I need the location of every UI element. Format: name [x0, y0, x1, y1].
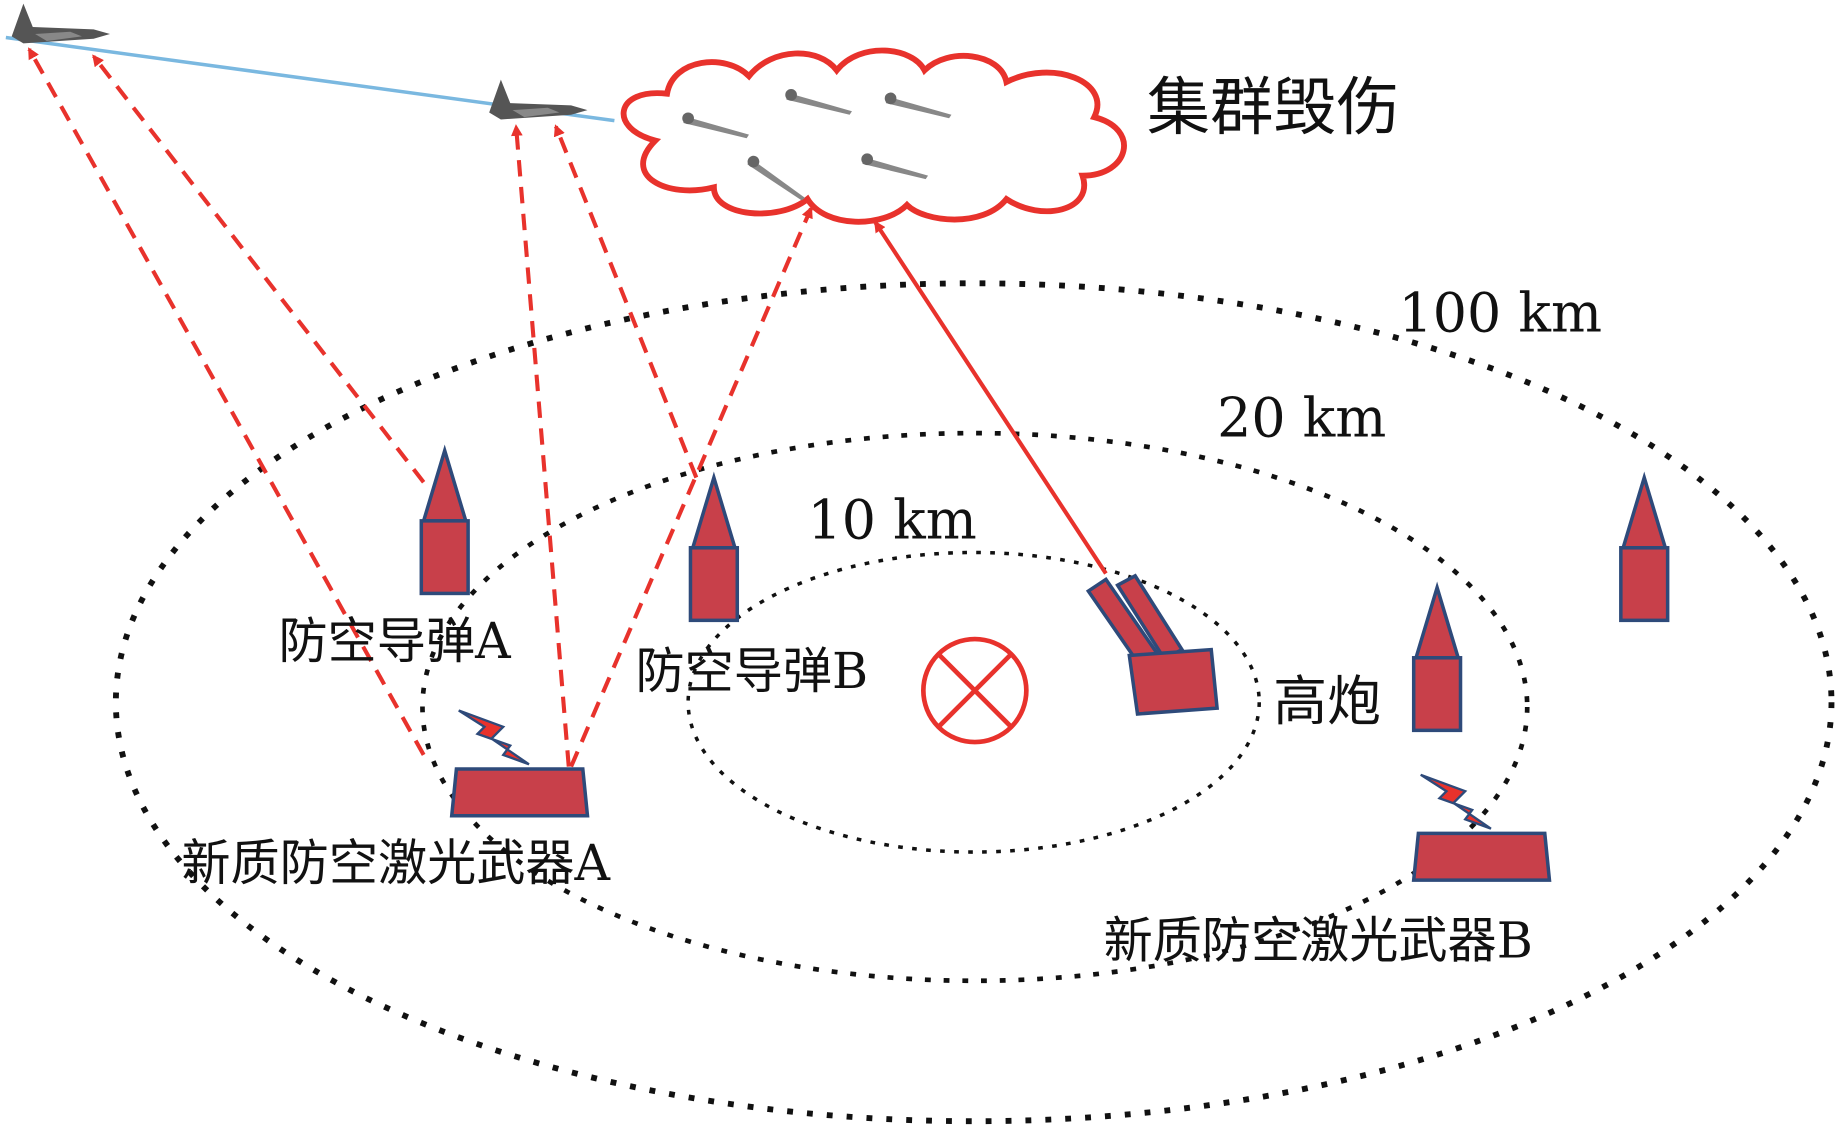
range-label-20km: 20 km	[1217, 387, 1386, 450]
engagement-line	[553, 124, 699, 479]
engagement-line	[569, 206, 813, 768]
swarm-damage-label: 集群毁伤	[1147, 70, 1400, 144]
aa-gun-label: 高炮	[1273, 670, 1381, 733]
fighter-jet-icon	[11, 3, 111, 44]
aa-gun-icon	[1085, 573, 1220, 716]
range-label-100km: 100 km	[1398, 281, 1602, 344]
range-ring-20km	[420, 430, 1530, 984]
drone-swarm-cloud-icon	[620, 47, 1127, 225]
missile-b-label: 防空导弹B	[635, 642, 868, 700]
engagement-line	[511, 124, 571, 767]
missile-icon	[1619, 475, 1670, 623]
range-label-10km: 10 km	[807, 488, 976, 551]
laser-a-label: 新质防空激光武器A	[181, 834, 610, 892]
missile-a-icon	[419, 448, 470, 596]
target-crosshair-icon	[921, 636, 1029, 745]
missile-b-icon	[688, 475, 740, 623]
missile-a-label: 防空导弹A	[279, 612, 512, 670]
range-ring-100km	[112, 280, 1835, 1125]
engagement-line	[92, 54, 426, 484]
engagement-line-gun	[873, 220, 1108, 575]
laser-b-label: 新质防空激光武器B	[1104, 911, 1533, 969]
engagement-line	[27, 47, 426, 756]
laser-weapon-b-icon	[1411, 773, 1552, 882]
missile-icon	[1411, 585, 1463, 733]
fighter-jet-icon	[489, 79, 588, 120]
range-ring-10km	[686, 550, 1261, 854]
